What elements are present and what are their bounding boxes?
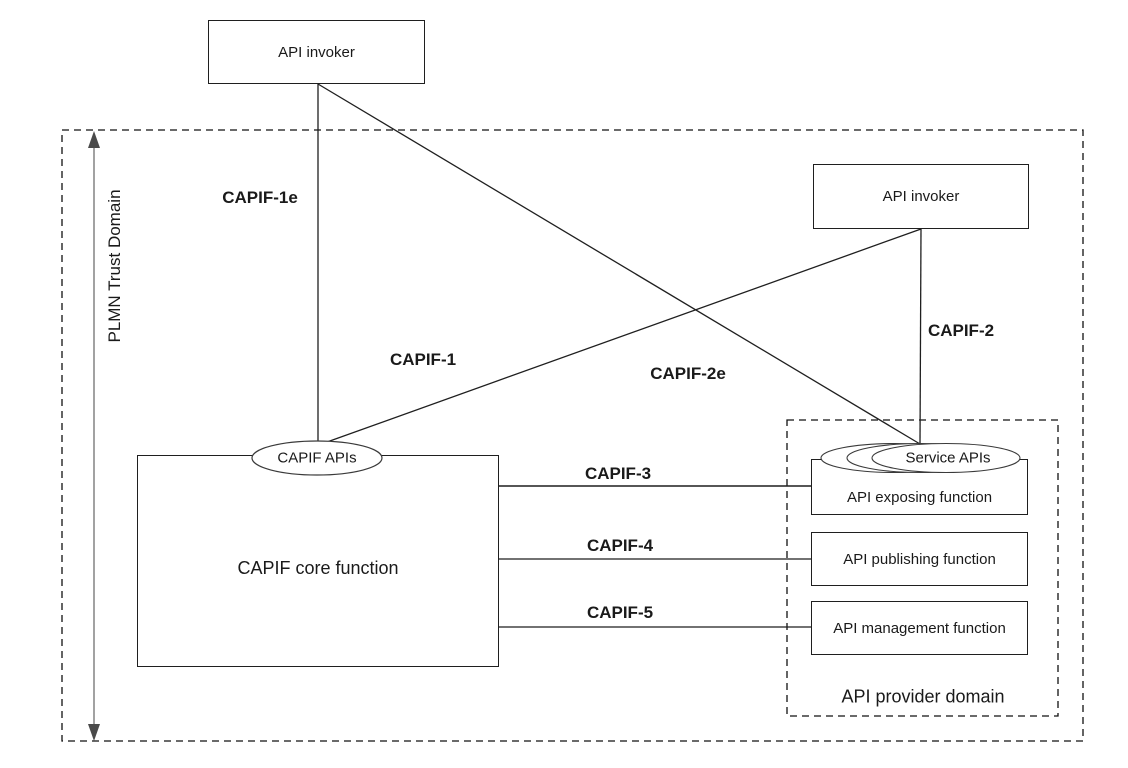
service-apis-label: Service APIs <box>905 449 991 467</box>
capif-1-label: CAPIF-1 <box>389 350 457 369</box>
capif-4-label: CAPIF-4 <box>586 536 654 555</box>
capif-apis-label: CAPIF APIs <box>277 449 357 467</box>
capif-1e-label: CAPIF-1e <box>222 188 298 207</box>
capif-core-function-box: CAPIF core function <box>137 455 499 667</box>
arrow-up-icon <box>88 131 100 148</box>
trust-domain-extent-arrow <box>88 131 100 741</box>
api-provider-domain-label: API provider domain <box>841 686 1005 707</box>
api-exposing-function-label: API exposing function <box>846 489 993 506</box>
capif-1-line <box>326 228 922 443</box>
arrow-down-icon <box>88 724 100 741</box>
api-exposing-function-box: API exposing function <box>811 459 1028 515</box>
api-invoker-right-label: API invoker <box>882 188 960 205</box>
plmn-trust-domain-label: PLMN Trust Domain <box>105 189 124 343</box>
capif-2-line <box>919 228 922 445</box>
capif-2e-label: CAPIF-2e <box>650 364 726 383</box>
api-invoker-top-box: API invoker <box>208 20 425 84</box>
capif-5-label: CAPIF-5 <box>586 603 654 622</box>
api-publishing-function-label: API publishing function <box>843 550 996 568</box>
api-invoker-right-box: API invoker <box>813 164 1029 229</box>
capif-2e-line <box>317 83 921 445</box>
api-management-function-label: API management function <box>833 619 1006 637</box>
api-management-function-box: API management function <box>811 601 1028 655</box>
capif-3-label: CAPIF-3 <box>584 464 652 483</box>
capif-core-function-label: CAPIF core function <box>237 557 399 578</box>
api-publishing-function-box: API publishing function <box>811 532 1028 586</box>
api-invoker-top-label: API invoker <box>278 43 355 61</box>
capif-2-label: CAPIF-2 <box>927 321 995 340</box>
